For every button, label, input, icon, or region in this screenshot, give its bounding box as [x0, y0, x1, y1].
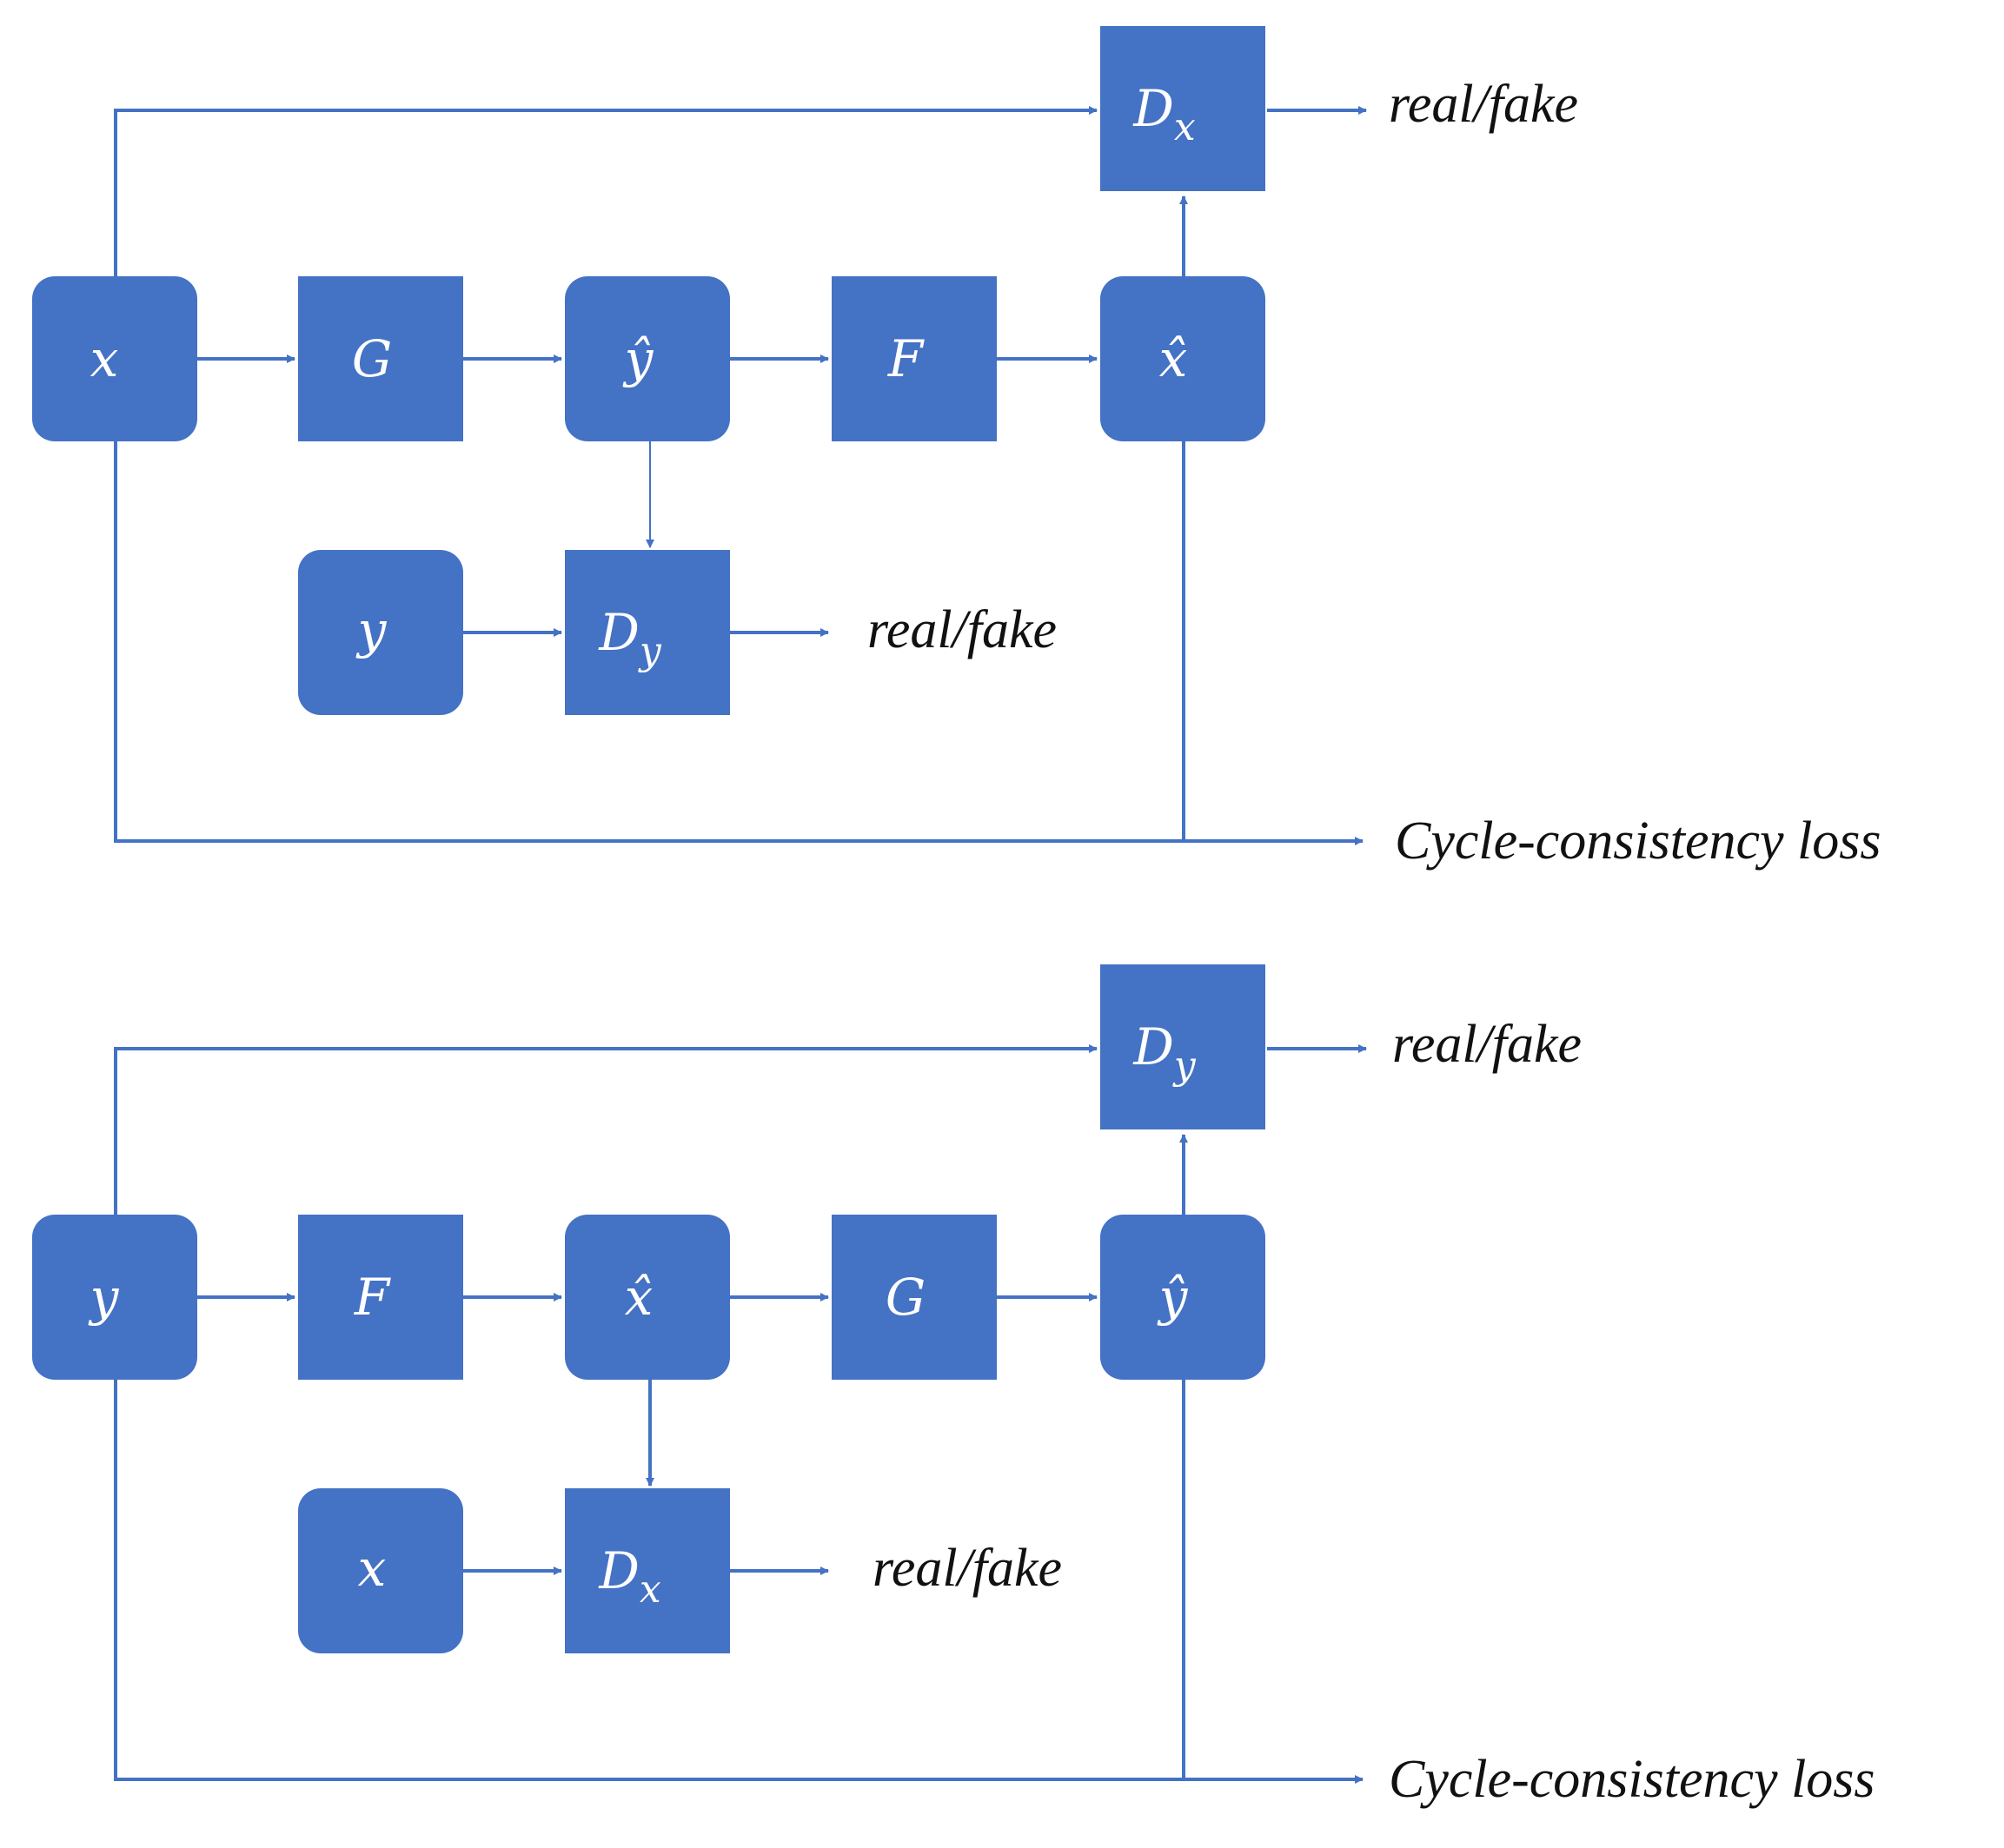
node-input-label: x: [90, 329, 119, 388]
node-generated-label: x̂: [625, 1268, 654, 1327]
node-disc-aux-label: Dx: [598, 1541, 661, 1612]
connectors: [114, 106, 1367, 845]
node-disc-main-label: Dy: [1132, 1017, 1197, 1088]
output-main-label: real/fake: [1389, 75, 1578, 134]
node-generator-label: G: [352, 329, 392, 388]
arrow-input-to-disc-main: [114, 1044, 1098, 1215]
node-disc-main: [1100, 26, 1265, 191]
node-real-sample: [298, 550, 463, 715]
node-real-sample-label: y: [355, 600, 388, 659]
node-disc-aux-label: Dy: [598, 603, 662, 673]
node-disc-aux: [565, 1488, 730, 1653]
panel-backward-cycle: y F x̂ G ŷ Dy x Dx real/fake real/fake C…: [32, 964, 1875, 1809]
panel-forward-cycle: x G ŷ F x̂ Dx y Dy real/fake real/fake C…: [32, 26, 1881, 871]
output-aux-label: real/fake: [873, 1539, 1062, 1598]
connectors: [114, 1044, 1367, 1784]
output-cycle-label: Cycle-consistency loss: [1395, 811, 1881, 871]
arrow-cycle-loss: [114, 1380, 1364, 1784]
node-disc-main: [1100, 964, 1265, 1129]
node-inverse: [832, 1215, 997, 1380]
arrow-cycle-loss: [114, 441, 1364, 845]
node-reconstructed: [1100, 276, 1265, 441]
node-generator: [298, 1215, 463, 1380]
node-disc-main-label: Dx: [1132, 79, 1196, 149]
output-labels: real/fake real/fake Cycle-consistency lo…: [873, 1015, 1875, 1809]
node-input: [32, 1215, 197, 1380]
node-inverse-label: G: [886, 1268, 926, 1327]
output-cycle-label: Cycle-consistency loss: [1389, 1750, 1875, 1809]
nodes: y F x̂ G ŷ Dy x Dx: [32, 964, 1265, 1653]
node-generated: [565, 1215, 730, 1380]
node-generated: [565, 276, 730, 441]
node-real-sample: [298, 1488, 463, 1653]
node-generator-label: F: [354, 1268, 391, 1327]
output-aux-label: real/fake: [867, 600, 1057, 659]
node-input: [32, 276, 197, 441]
node-input-label: y: [88, 1268, 120, 1327]
node-real-sample-label: x: [358, 1539, 387, 1598]
node-inverse-label: F: [887, 329, 925, 388]
node-generated-label: ŷ: [622, 329, 654, 388]
node-reconstructed: [1100, 1215, 1265, 1380]
node-inverse: [832, 276, 997, 441]
arrow-input-to-disc-main: [114, 106, 1098, 276]
node-reconstructed-label: x̂: [1159, 329, 1188, 388]
node-generator: [298, 276, 463, 441]
output-labels: real/fake real/fake Cycle-consistency lo…: [867, 75, 1881, 871]
node-disc-aux: [565, 550, 730, 715]
nodes: x G ŷ F x̂ Dx y Dy: [32, 26, 1265, 715]
output-main-label: real/fake: [1392, 1015, 1582, 1074]
node-reconstructed-label: ŷ: [1157, 1268, 1189, 1327]
